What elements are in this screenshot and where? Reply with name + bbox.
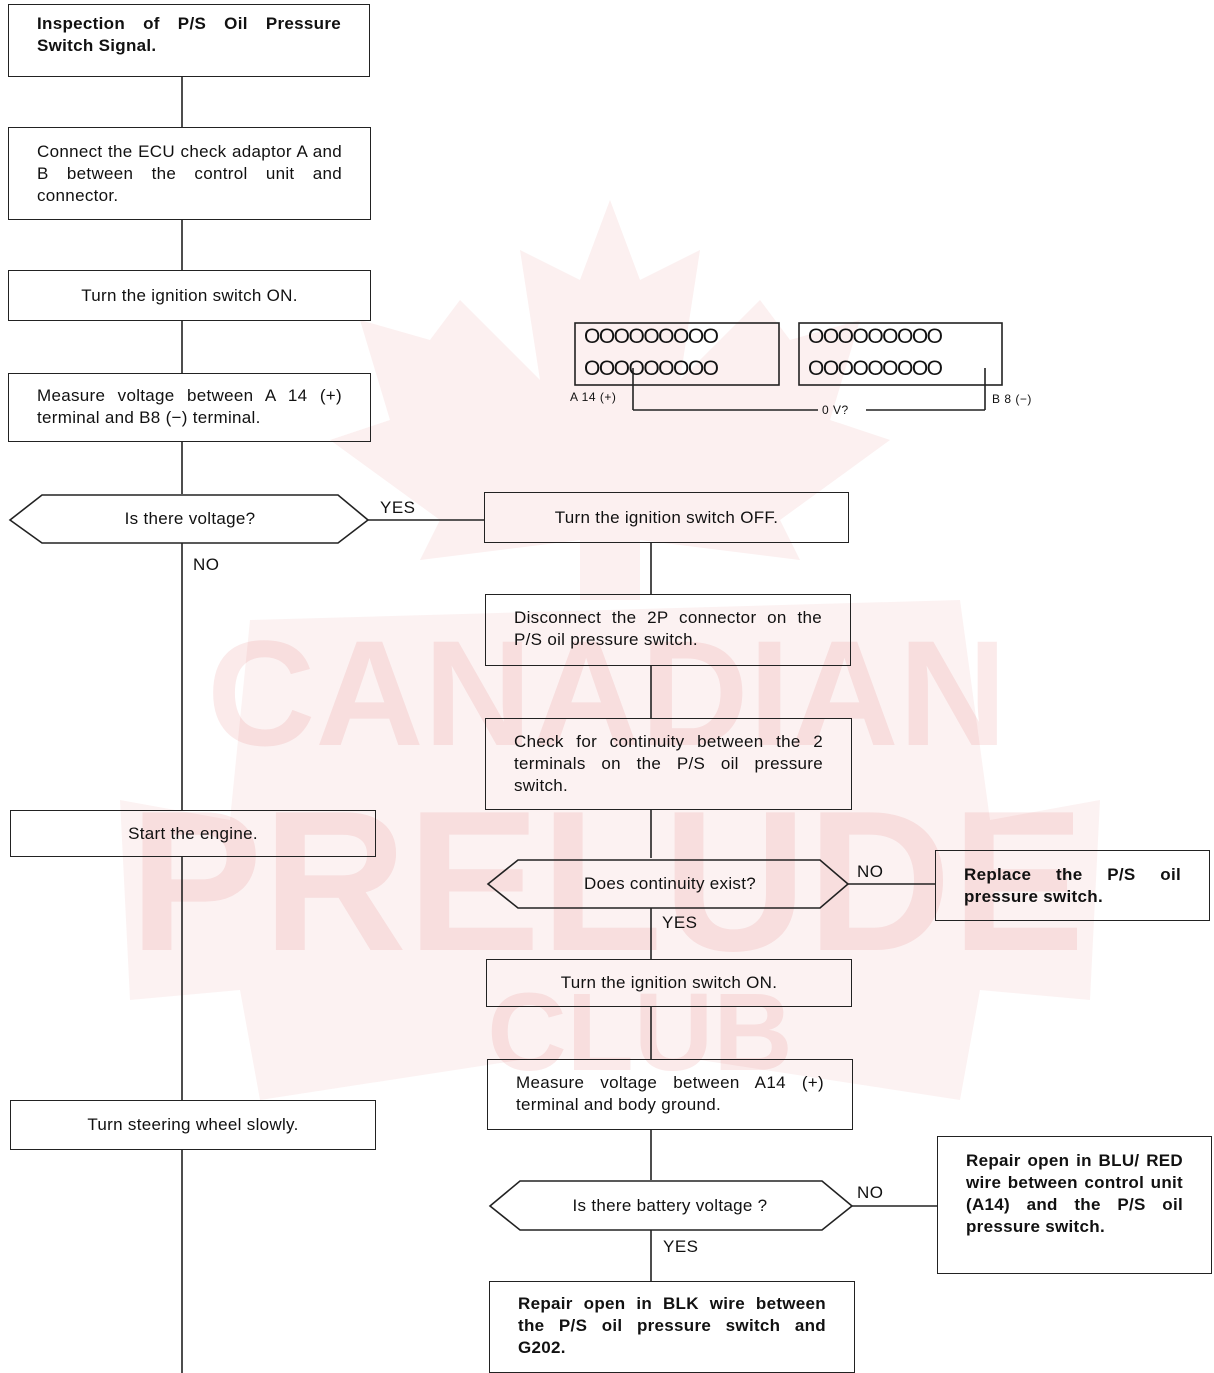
inspection-title-box: Inspection of P/S Oil Pressure Switch Si… <box>8 4 370 77</box>
repair-blk-box: Repair open in BLK wire between the P/S … <box>489 1281 855 1373</box>
yes-label-1: YES <box>380 498 416 517</box>
decision-continuity-text: Does continuity exist? <box>584 874 756 893</box>
connect-adaptor-box: Connect the ECU check adaptor A and B be… <box>8 127 371 220</box>
connector-b-pins-top: OOOOOOOOO <box>808 325 943 348</box>
measure-a14-ground-box: Measure voltage between A14 (+) terminal… <box>487 1059 853 1130</box>
measure-a14-b8-box: Measure voltage between A 14 (+) termina… <box>8 373 371 442</box>
repair-blu-red-text: Repair open in BLU/ RED wire between con… <box>966 1151 1183 1236</box>
start-engine-box: Start the engine. <box>10 810 376 857</box>
no-label-1: NO <box>193 555 220 574</box>
replace-switch-box: Replace the P/S oil pressure switch. <box>935 850 1210 921</box>
ignition-on-box-2: Turn the ignition switch ON. <box>486 959 852 1007</box>
ignition-on-text-1: Turn the ignition switch ON. <box>81 285 298 305</box>
yes-label-3: YES <box>663 1237 699 1256</box>
check-continuity-box: Check for continuity between the 2 termi… <box>485 718 852 810</box>
decision-shape-continuity <box>486 859 850 909</box>
decision-voltage-text: Is there voltage? <box>124 509 256 528</box>
b8-terminal-label: B 8 (−) <box>992 392 1032 406</box>
connector-a-pins-top: OOOOOOOOO <box>584 325 719 348</box>
ignition-on-box-1: Turn the ignition switch ON. <box>8 270 371 321</box>
connector-b-body <box>798 322 1003 386</box>
decision-shape-voltage <box>8 494 370 544</box>
connector-b-pins-bottom: OOOOOOOOO <box>808 357 943 380</box>
turn-steering-text: Turn steering wheel slowly. <box>87 1115 299 1134</box>
ignition-on-text-2: Turn the ignition switch ON. <box>560 973 778 992</box>
yes-label-2: YES <box>662 913 698 932</box>
ignition-off-text: Turn the ignition switch OFF. <box>554 507 779 527</box>
inspection-title-text: Inspection of P/S Oil Pressure Switch Si… <box>37 14 341 55</box>
turn-steering-box: Turn steering wheel slowly. <box>10 1100 376 1150</box>
repair-blu-red-box: Repair open in BLU/ RED wire between con… <box>937 1136 1212 1274</box>
start-engine-text: Start the engine. <box>128 823 258 843</box>
repair-blk-text: Repair open in BLK wire between the P/S … <box>518 1294 826 1357</box>
connector-a-pins-bottom: OOOOOOOOO <box>584 357 719 380</box>
ignition-off-box: Turn the ignition switch OFF. <box>484 492 849 543</box>
a14-terminal-label: A 14 (+) <box>570 390 617 404</box>
check-continuity-text: Check for continuity between the 2 termi… <box>514 732 823 795</box>
measure-a14-ground-text: Measure voltage between A14 (+) terminal… <box>516 1073 824 1114</box>
no-label-2: NO <box>857 862 884 881</box>
connector-a-body <box>574 322 780 386</box>
decision-battery-text: Is there battery voltage ? <box>572 1196 768 1215</box>
decision-shape-battery <box>488 1180 854 1231</box>
disconnect-2p-text: Disconnect the 2P connector on the P/S o… <box>514 608 822 649</box>
no-label-3: NO <box>857 1183 884 1202</box>
connect-adaptor-text: Connect the ECU check adaptor A and B be… <box>37 142 342 205</box>
voltage-reading-label: 0 V? <box>822 403 849 417</box>
measure-a14-b8-text: Measure voltage between A 14 (+) termina… <box>37 386 342 427</box>
replace-switch-text: Replace the P/S oil pressure switch. <box>964 865 1181 906</box>
disconnect-2p-box: Disconnect the 2P connector on the P/S o… <box>485 594 851 666</box>
